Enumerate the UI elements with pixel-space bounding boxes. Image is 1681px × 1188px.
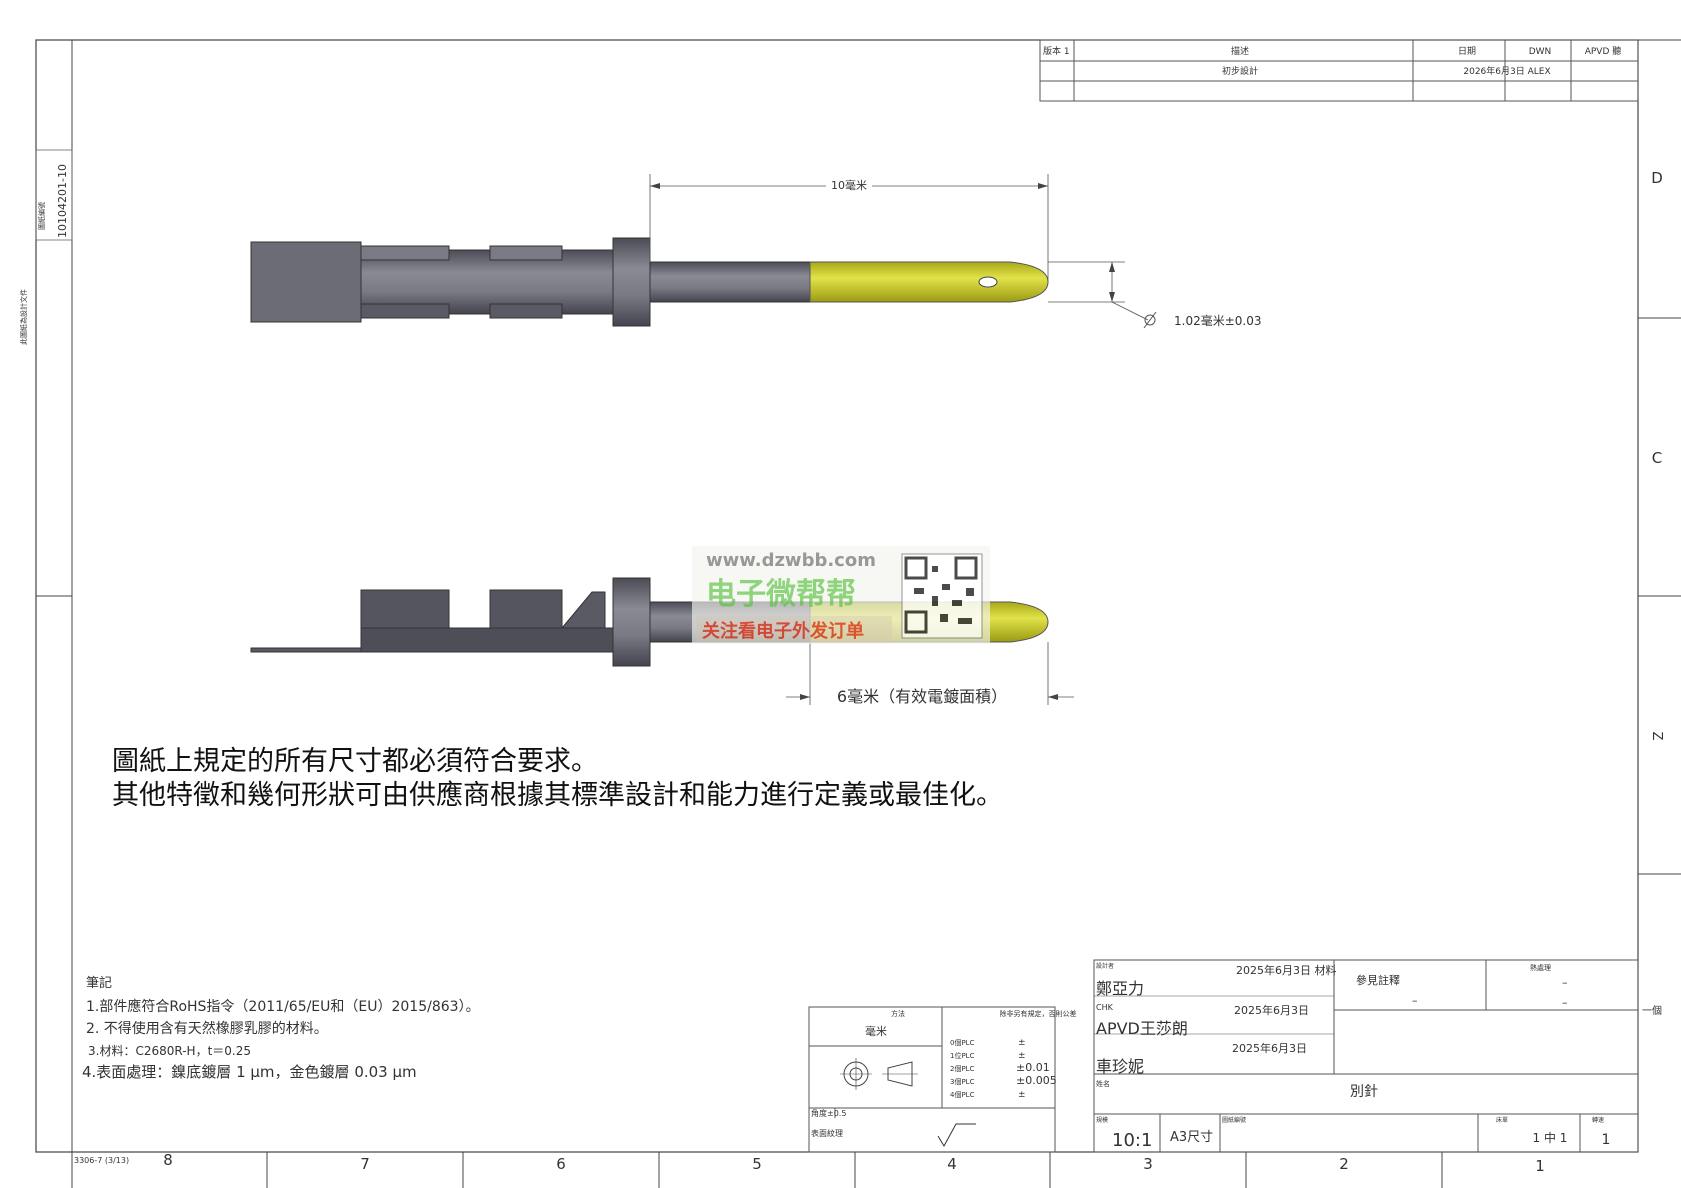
side-note: 此圖紙為設計文件 [19,289,28,345]
designer-name: 鄭亞力 [1096,979,1144,998]
side-drawing-number: 10104201-10 [56,164,69,238]
name-label: 姓名 [1096,1079,1110,1088]
qr-code-icon [901,553,983,639]
plc-value: ± [1018,1038,1026,1048]
tolerance-header: 除非另有規定，否則公差 [1000,1009,1077,1018]
dimension-plating: 6毫米（有效電鍍面積） [786,642,1074,706]
title-block: 設計者 鄭亞力 2025年6月3日 材料 參見註釋 – 熱處理 – – CHK … [1093,959,1662,1153]
zone-number: 6 [556,1155,566,1173]
dim-plating-label: 6毫米（有效電鍍面積） [837,687,1007,706]
zone-number: 4 [947,1155,957,1173]
watermark: www.dzwbb.com 电子微帮帮 关注看电子外发订单 [692,546,990,644]
note-item: 3.材料：C2680R-H，t＝0.25 [88,1044,251,1058]
sheet-label: 床單 [1496,1116,1508,1124]
surface-finish-icon [937,1123,976,1148]
zone-number: 1 [1535,1157,1545,1175]
scale-value: 10:1 [1112,1130,1152,1151]
drawing-number-label: 圖紙編號 [37,202,46,230]
pin-top-view [250,237,1049,327]
plc-value: ± [1018,1051,1026,1061]
note-item: 2. 不得使用含有天然橡膠乳膠的材料。 [86,1020,328,1037]
dim-length-label: 10毫米 [831,178,867,192]
rev-header-apvd: APVD 聽 [1585,45,1622,57]
part-name: 別針 [1350,1084,1378,1100]
watermark-slogan: 关注看电子外发订单 [702,620,864,642]
method-label: 方法 [891,1009,905,1018]
plc-value: ± [1018,1090,1026,1100]
tolerance-block: 方法 毫米 除非另有規定，否則公差 0個PLC ± 1位PLC ± 2個PLC … [808,1006,1077,1153]
dimension-length: 10毫米 [649,174,1049,282]
plc-value: ±0.01 [1016,1061,1050,1074]
rev-value: 1 [1602,1132,1611,1148]
zone-letter: C [1652,449,1662,467]
zone-number: 8 [163,1151,173,1169]
drawing-number-label-block: 圖紙編號 [1222,1116,1246,1124]
rev-header-dwn: DWN [1529,47,1552,57]
revision-table: 版本 1 描述 日期 DWN APVD 聽 初步設計 2026年6月3日 ALE… [1039,39,1639,102]
plc-label: 4個PLC [950,1090,975,1099]
notes-title: 筆記 [86,975,112,991]
form-number: 3306-7 (3/13) [74,1156,129,1165]
approver-name: 車珍妮 [1096,1057,1144,1076]
zone-number: 3 [1143,1155,1153,1173]
checker-name: APVD王莎朗 [1096,1019,1188,1038]
zone-number: 5 [752,1155,762,1173]
designer-date: 2025年6月3日 材料 [1236,963,1337,977]
plc-label: 3個PLC [950,1077,975,1086]
checker-date: 2025年6月3日 [1234,1003,1309,1017]
zone-letter: D [1651,169,1663,187]
dash: – [1562,996,1568,1009]
rev-row-desc: 初步設計 [1222,65,1258,77]
rev-label: 轉速 [1592,1116,1604,1124]
notes-block: 筆記 1.部件應符合RoHS指令（2011/65/EU和（EU）2015/863… [82,975,480,1081]
zone-number: 7 [360,1155,370,1173]
scale-label: 規模 [1096,1116,1108,1124]
rev-header-desc: 描述 [1231,45,1249,57]
zone-number: 2 [1339,1155,1349,1173]
material-ref: 參見註釋 [1356,973,1400,987]
plc-label: 0個PLC [950,1038,975,1047]
rev-header-rev: 版本 1 [1043,45,1070,57]
rev-header-date: 日期 [1458,46,1476,57]
rev-row-date: 2026年6月3日 ALEX [1463,65,1550,77]
watermark-brand: 电子微帮帮 [706,577,856,612]
plc-label: 2個PLC [950,1064,975,1073]
projection-symbol-icon [840,1058,918,1090]
dash: – [1562,976,1568,989]
approver-date: 2025年6月3日 [1232,1041,1307,1055]
angle-tolerance: 角度±0.5 [811,1108,846,1118]
designer-label: 設計者 [1096,962,1114,970]
chk-label: CHK [1096,1003,1114,1012]
note-item: 4.表面處理：鎳底鍍層 1 µm，金色鍍層 0.03 µm [82,1063,417,1081]
note-item: 1.部件應符合RoHS指令（2011/65/EU和（EU）2015/863）。 [86,998,480,1015]
requirement-line: 圖紙上規定的所有尺寸都必須符合要求。 [112,746,598,777]
zone-letter: Z [1649,732,1664,741]
sheet-value: 1 中 1 [1533,1130,1568,1145]
unit-label: 毫米 [865,1024,887,1038]
paper-size: A3尺寸 [1170,1130,1213,1145]
one-label: 一個 [1642,1004,1662,1017]
surface-texture-label: 表面紋理 [811,1128,843,1138]
finish-label: 熱處理 [1530,963,1551,972]
watermark-url: www.dzwbb.com [706,550,876,571]
dimension-diameter: 1.02毫米±0.03 [1048,261,1262,329]
plc-label: 1位PLC [950,1051,975,1060]
dim-diameter-label: 1.02毫米±0.03 [1174,313,1262,328]
requirement-line: 其他特徵和幾何形狀可由供應商根據其標準設計和能力進行定義或最佳化。 [112,780,1003,811]
dash: – [1412,994,1418,1007]
plc-value: ±0.005 [1016,1074,1057,1087]
